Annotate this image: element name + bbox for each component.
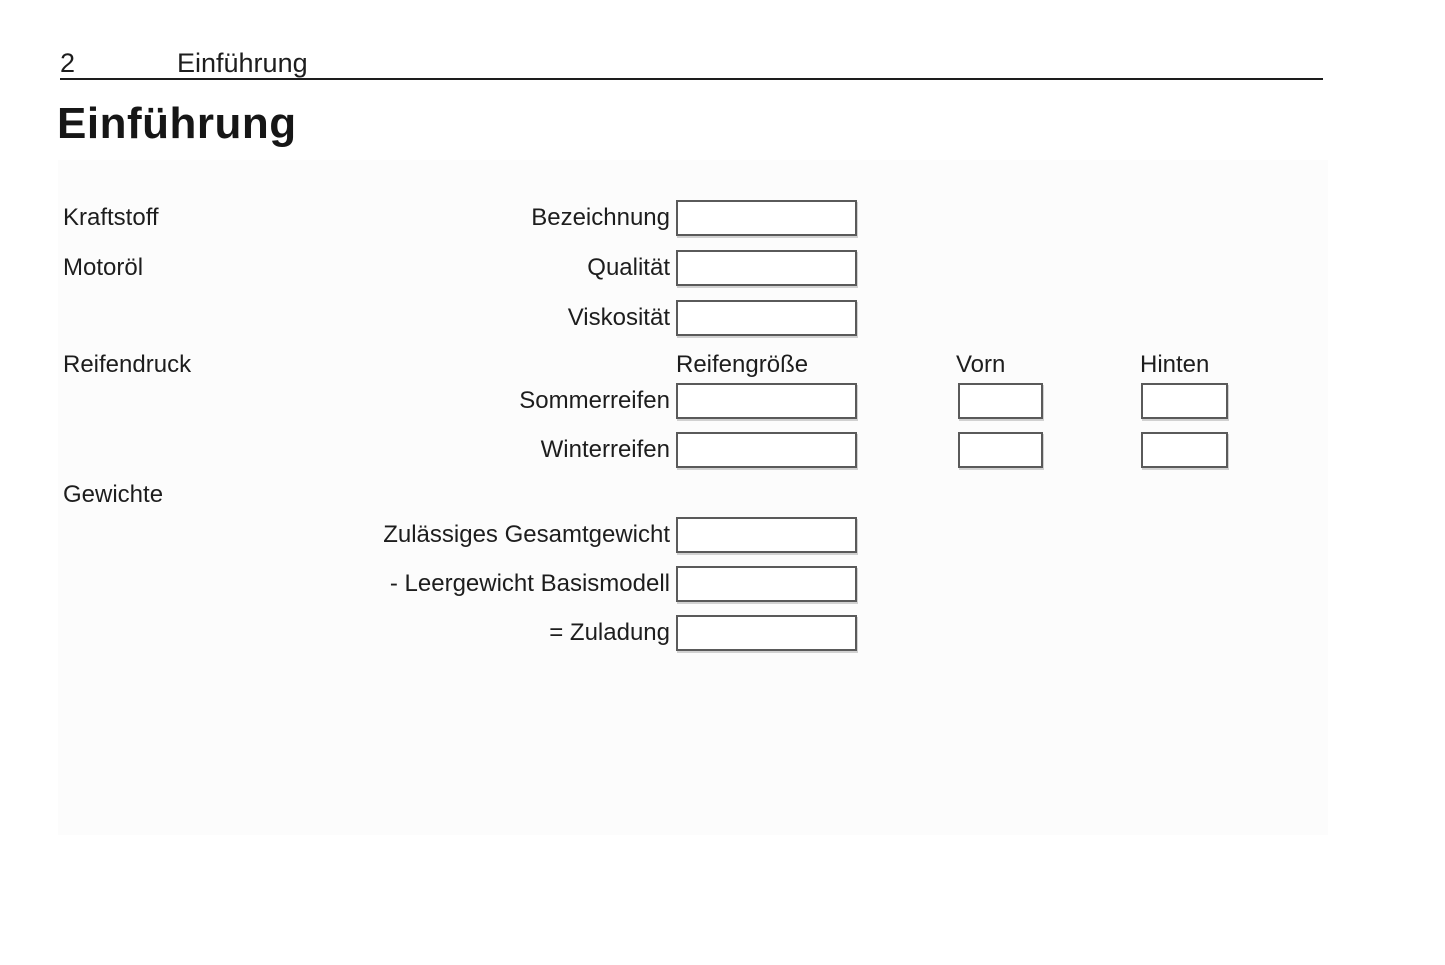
section-label-tire-pressure: Reifendruck [63, 351, 192, 378]
row-label-winter-tires: Winterreifen [540, 436, 670, 463]
header-divider [60, 78, 1323, 80]
field-label-oil-viscosity: Viskosität [567, 304, 670, 331]
section-label-engine-oil: Motoröl [63, 254, 144, 281]
winter-rear-pressure-input[interactable] [1141, 432, 1228, 468]
curb-weight-input[interactable] [676, 566, 857, 602]
winter-tire-size-input[interactable] [676, 432, 857, 468]
winter-front-pressure-input[interactable] [958, 432, 1043, 468]
summer-rear-pressure-input[interactable] [1141, 383, 1228, 419]
page-number: 2 [60, 48, 76, 78]
payload-input[interactable] [676, 615, 857, 651]
oil-viscosity-input[interactable] [676, 300, 857, 336]
summer-tire-size-input[interactable] [676, 383, 857, 419]
page-title: Einführung [57, 99, 297, 148]
gross-weight-input[interactable] [676, 517, 857, 553]
column-header-rear: Hinten [1140, 351, 1210, 378]
field-label-gross-weight: Zulässiges Gesamtgewicht [383, 521, 670, 548]
oil-quality-input[interactable] [676, 250, 857, 286]
section-label-fuel: Kraftstoff [63, 204, 159, 231]
field-label-fuel-designation: Bezeichnung [531, 204, 670, 231]
summer-front-pressure-input[interactable] [958, 383, 1043, 419]
field-label-payload: = Zuladung [549, 619, 670, 646]
row-label-summer-tires: Sommerreifen [519, 387, 670, 414]
column-header-tire-size: Reifengröße [676, 351, 809, 378]
field-label-curb-weight: - Leergewicht Basismodell [389, 570, 670, 597]
running-header-chapter: Einführung [177, 48, 308, 78]
fuel-designation-input[interactable] [676, 200, 857, 236]
section-label-weights: Gewichte [63, 481, 164, 508]
column-header-front: Vorn [956, 351, 1006, 378]
field-label-oil-quality: Qualität [587, 254, 670, 281]
